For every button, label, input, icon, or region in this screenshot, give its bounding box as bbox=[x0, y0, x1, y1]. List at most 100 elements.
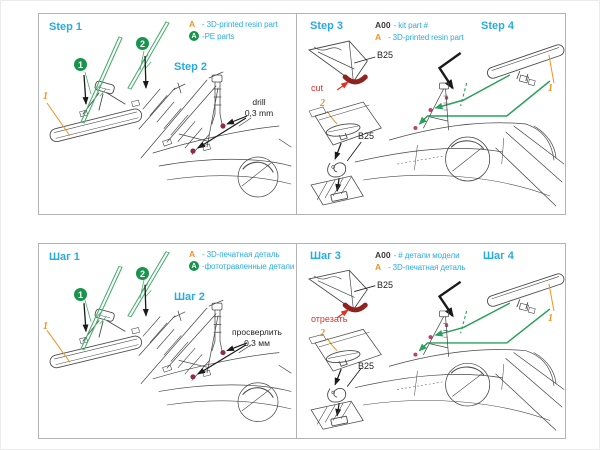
bracket-attach-arrow bbox=[335, 177, 342, 192]
resin-part-1-callout: 1 bbox=[43, 321, 48, 332]
kit-part-label-b25-top: B25 bbox=[377, 50, 394, 60]
fuselage-drawing bbox=[308, 310, 565, 431]
kit-part-label-b25-mid: B25 bbox=[358, 361, 375, 371]
drill-points bbox=[190, 350, 226, 380]
kit-part-label-b25-top: B25 bbox=[377, 280, 394, 290]
resin2-callout-line bbox=[326, 337, 338, 352]
legend: A00 - # детали модели A - 3D-печатная де… bbox=[375, 250, 466, 274]
legend-kit-row: A00 - kit part # bbox=[375, 20, 464, 30]
aircraft-underside-drawing bbox=[138, 71, 292, 198]
resin-legend-text: - 3D-printed resin part bbox=[388, 32, 464, 42]
kit-part-route-arrow bbox=[437, 52, 462, 90]
stabilizer-part-drawing bbox=[307, 269, 368, 311]
pe-legend-text: -PE parts bbox=[202, 31, 235, 41]
cut-arrow bbox=[336, 309, 350, 319]
resin-callout-line bbox=[46, 330, 71, 363]
resin-marker: A bbox=[189, 249, 196, 259]
kit-legend-text: - # детали модели bbox=[393, 250, 460, 260]
legend-pe-row: A -PE parts bbox=[189, 31, 278, 41]
small-ski-part-drawing bbox=[325, 123, 361, 141]
b25-mid-leader bbox=[346, 367, 362, 387]
kit-legend-text: - kit part # bbox=[393, 20, 428, 30]
legend-kit-row: A00 - # детали модели bbox=[375, 250, 466, 260]
resin-part-1-callout: 1 bbox=[43, 91, 48, 102]
legend: A - 3D-printed resin part A -PE parts bbox=[189, 19, 278, 43]
ski-part-drawing bbox=[49, 80, 143, 143]
legend-resin-row: A - 3D-печатная деталь bbox=[375, 262, 466, 272]
step-1-title: Шаг 1 bbox=[49, 251, 80, 263]
resin-marker: A bbox=[375, 32, 382, 42]
step-3-title: Шаг 3 bbox=[310, 250, 341, 262]
step-4-title: Step 4 bbox=[481, 20, 515, 32]
drill-arrows bbox=[197, 342, 248, 375]
ski-part-drawing bbox=[49, 308, 143, 369]
legend-resin-row: A - 3D-печатная деталь bbox=[189, 249, 294, 259]
drill-note-line2: 0,3 mm bbox=[244, 108, 274, 119]
step-4-title: Шаг 4 bbox=[483, 250, 514, 262]
pe-part-1-badge: 1 bbox=[74, 58, 87, 71]
pe-part-1-badge: 1 bbox=[74, 288, 87, 301]
kit-part-marker: A00 bbox=[375, 20, 391, 30]
kit-part-label-b25-mid: B25 bbox=[358, 131, 375, 141]
resin1-callout-line bbox=[548, 283, 555, 312]
assembly-drawing-steps-1-2 bbox=[46, 21, 292, 198]
lower-wing-drawing bbox=[310, 175, 364, 206]
assembly-drawing-steps-3-4 bbox=[307, 40, 565, 207]
b25-top-leader bbox=[354, 56, 376, 64]
resin-part-1-callout: 1 bbox=[548, 83, 553, 94]
pe-marker-badge: A bbox=[189, 31, 199, 41]
mount-points bbox=[413, 96, 449, 130]
drill-note-line1: drill bbox=[252, 97, 266, 107]
pe-part-2-badge: 2 bbox=[136, 267, 149, 280]
bracket-part-drawing bbox=[327, 387, 347, 403]
panel-steps-1-2-en: Step 1 Step 2 A - 3D-printed resin part … bbox=[38, 13, 299, 215]
legend: A - 3D-печатная деталь A -фототравленные… bbox=[189, 249, 294, 273]
legend: A00 - kit part # A - 3D-printed resin pa… bbox=[375, 20, 464, 44]
b25-mid-leader bbox=[346, 141, 362, 162]
step-2-title: Step 2 bbox=[174, 61, 208, 73]
kit-part-marker: A00 bbox=[375, 250, 391, 260]
assembly-drawing-steps-1-2 bbox=[46, 251, 292, 422]
drill-note-line1: просверлить bbox=[232, 327, 282, 337]
pe-route-arrows bbox=[418, 302, 551, 352]
step-3-title: Step 3 bbox=[310, 20, 344, 32]
attach-arrows bbox=[82, 284, 149, 333]
drill-note-line2: 0,3 мм bbox=[244, 338, 270, 349]
cut-area-highlight bbox=[342, 74, 368, 85]
resin-legend-text: - 3D-printed resin part bbox=[202, 19, 278, 29]
drill-points bbox=[190, 123, 226, 154]
drill-arrows bbox=[197, 115, 248, 149]
resin-callout-line bbox=[46, 102, 71, 137]
bracket-attach-arrow bbox=[335, 402, 342, 417]
step-1-title: Step 1 bbox=[49, 21, 83, 33]
kit-part-route-arrow bbox=[437, 280, 462, 318]
cut-label: cut bbox=[311, 83, 324, 93]
step-2-title: Шаг 2 bbox=[174, 291, 205, 303]
b25-top-leader bbox=[354, 285, 376, 292]
stabilizer-part-drawing bbox=[307, 40, 368, 83]
cut-arrow bbox=[336, 81, 350, 91]
small-ski-attach-arrow bbox=[334, 368, 342, 386]
cut-area-highlight bbox=[342, 302, 368, 313]
aircraft-underside-drawing bbox=[138, 299, 292, 422]
cut-label: отрезать bbox=[311, 314, 348, 324]
pe-legend-text: -фототравленные детали bbox=[202, 261, 295, 271]
resin-part-2-callout: 2 bbox=[320, 98, 325, 109]
small-ski-part-drawing bbox=[325, 350, 361, 367]
small-ski-attach-arrow bbox=[334, 142, 342, 160]
legend-resin-row: A - 3D-printed resin part bbox=[189, 19, 278, 29]
lower-wing-drawing bbox=[310, 400, 364, 430]
tail-ski-part-drawing bbox=[486, 44, 565, 87]
resin-marker: A bbox=[189, 19, 196, 29]
drill-note: просверлить 0,3 мм bbox=[219, 327, 295, 349]
pe-route-arrows bbox=[418, 74, 551, 125]
panel-steps-3-4-en: Step 3 Step 4 A00 - kit part # A - 3D-pr… bbox=[296, 13, 566, 215]
resin-part-2-callout: 2 bbox=[320, 328, 325, 339]
legend-pe-row: A -фототравленные детали bbox=[189, 261, 294, 271]
drill-note: drill 0,3 mm bbox=[225, 97, 293, 119]
bracket-part-drawing bbox=[327, 162, 347, 178]
pe-strut-parts bbox=[80, 21, 170, 124]
resin1-callout-line bbox=[548, 54, 555, 84]
attach-arrows bbox=[82, 55, 149, 105]
